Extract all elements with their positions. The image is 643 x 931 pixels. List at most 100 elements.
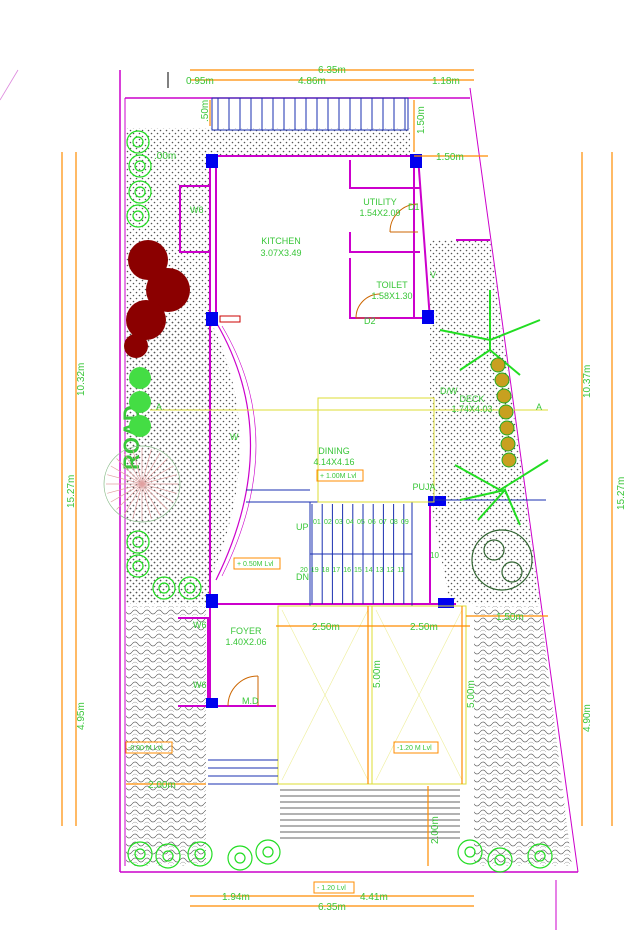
tag-d1: D1: [408, 202, 420, 212]
ramp-steps: [208, 759, 460, 839]
stair-number: 12: [386, 567, 394, 574]
road-label: ROAD: [119, 405, 144, 470]
dark-tree: [471, 529, 533, 591]
shrub: [128, 180, 152, 204]
room-deck-label: DECK: [459, 394, 484, 404]
room-labels: KITCHEN 3.07X3.49 UTILITY 1.54X2.09 TOIL…: [225, 197, 492, 647]
palm-ray: [141, 449, 152, 485]
shrub: [227, 845, 253, 871]
shrub: [126, 554, 150, 578]
dim-bottom-total: 6.35m: [318, 902, 346, 913]
stair-number: 08: [390, 519, 398, 526]
stair-number: 17: [332, 567, 340, 574]
trees: [103, 130, 553, 873]
shrub-core: [134, 848, 146, 860]
palm-ray: [141, 458, 168, 485]
room-kitchen-size: 3.07X3.49: [260, 248, 301, 258]
front-steps: [211, 97, 409, 131]
level-dining: + 1.00M Lvl: [320, 473, 357, 480]
shrub-core: [464, 846, 476, 858]
dim-parking-h2: 5.00m: [466, 680, 477, 708]
stair-landing-number: 10: [430, 551, 439, 560]
doors: [227, 203, 419, 707]
shrub: [126, 204, 150, 228]
level-front: -0.00 M Lvl: [128, 745, 163, 752]
palm-ray: [141, 483, 161, 516]
tag-w-lawn: W: [230, 432, 239, 442]
stair-number: 01: [313, 519, 321, 526]
stair-number: 04: [346, 519, 354, 526]
dim-front-right: 1.50m: [496, 612, 524, 623]
shrub: [126, 530, 150, 554]
opening-tags: W6 W6 W6 W V D1 D2 D/W M.D UP DN A A: [156, 202, 542, 706]
dimension-labels: 6.35m 0.95m 4.86m 1.18m .50m 1.50m 1.50m…: [66, 65, 627, 913]
tag-w6-kitchen: W6: [190, 205, 204, 215]
shrub-core: [132, 536, 144, 548]
shrub: [128, 154, 152, 178]
palm-ray: [141, 483, 174, 503]
dim-bottom-right: 4.41m: [360, 892, 388, 903]
stair-number: 13: [376, 567, 384, 574]
room-toilet-size: 1.58X1.30: [371, 291, 412, 301]
palm-ray: [141, 474, 177, 485]
dim-left-total: 15.27m: [66, 475, 77, 508]
palm-ray: [141, 452, 161, 485]
shrub: [178, 576, 202, 600]
dim-top-left: 0.95m: [186, 76, 214, 87]
section-lines: [150, 397, 548, 503]
columns: [206, 154, 454, 708]
stair-number: 14: [365, 567, 373, 574]
curved-wall: [215, 321, 251, 581]
dim-left-step: .00m: [154, 151, 176, 162]
shrub-core: [234, 852, 246, 864]
room-toilet-label: TOILET: [376, 280, 408, 290]
stair-number: 05: [357, 519, 365, 526]
palm-ray: [116, 458, 143, 485]
palm-trunk: [490, 357, 517, 468]
tag-md: M.D: [242, 696, 259, 706]
level-lobby: + 0.50M Lvl: [237, 561, 274, 568]
dim-parking-w2: 2.50m: [410, 622, 438, 633]
tag-w6-foyer-bottom: W6: [193, 680, 207, 690]
level-labels: + 1.00M Lvl + 0.50M Lvl -0.00 M Lvl -1.2…: [125, 469, 439, 894]
dim-parking-w1: 2.50m: [312, 622, 340, 633]
dim-right-lower: 4.90m: [582, 704, 593, 732]
palm-tree-left: [103, 445, 181, 523]
shrub: [187, 841, 213, 867]
palm-ray: [141, 483, 168, 510]
dim-right-step: 1.50m: [436, 152, 464, 163]
stair-number: 19: [311, 567, 319, 574]
palm-tree-deck: [439, 290, 549, 526]
room-puja-label: PUJA: [412, 482, 435, 492]
stair-number: 20: [300, 567, 308, 574]
room-kitchen-label: KITCHEN: [261, 236, 301, 246]
red-flowering-tree: [124, 240, 190, 358]
shrub: [127, 841, 153, 867]
palm-ray: [132, 449, 143, 485]
palm-ray: [123, 452, 143, 485]
palm-ray: [141, 483, 177, 494]
palm-ray: [132, 483, 143, 519]
stair-number: 03: [335, 519, 343, 526]
shrub-core: [134, 160, 146, 172]
shrub: [152, 576, 176, 600]
dim-parking-h1: 5.00m: [372, 660, 383, 688]
palm-ray: [107, 483, 143, 494]
garden-hatching: [126, 128, 540, 604]
shrub: [126, 130, 150, 154]
dim-front-left: 2.00m: [148, 780, 176, 791]
tag-d2: D2: [364, 316, 376, 326]
shrub: [527, 843, 553, 869]
shrub-core: [158, 582, 170, 594]
shrub: [155, 843, 181, 869]
stair-number: 09: [401, 519, 409, 526]
shrub-core: [132, 136, 144, 148]
tag-up: UP: [296, 522, 309, 532]
tag-dn: DN: [296, 572, 309, 582]
room-dining-size: 4.14X4.16: [313, 457, 354, 467]
room-deck-size: 1.74X4.03: [451, 404, 492, 414]
tag-section-a-right: A: [536, 402, 542, 412]
shrub: [457, 839, 483, 865]
tag-dw: D/W: [440, 386, 458, 396]
